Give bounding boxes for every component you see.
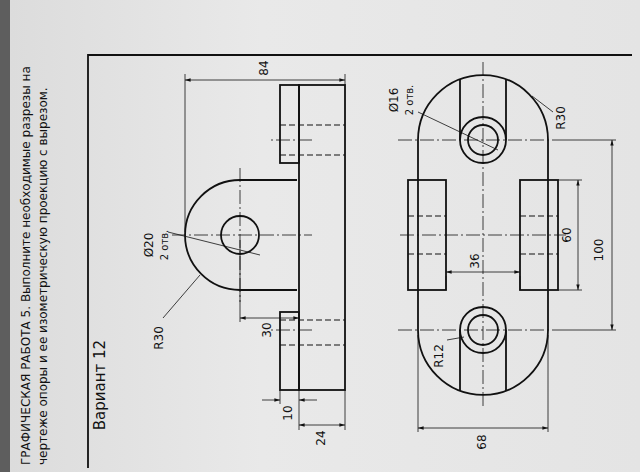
hole-count-text: 2 отв. <box>404 85 415 116</box>
dimension-text: 36 <box>469 253 482 268</box>
dimension-text: 84 <box>258 60 271 75</box>
diameter-text: Ø20 <box>143 233 156 258</box>
diameter-text: Ø16 <box>388 88 401 113</box>
task-heading: ГРАФИЧЕСКАЯ РАБОТА 5. Выполните необходи… <box>18 35 52 465</box>
dimension-text: 60 <box>561 227 574 242</box>
variant-label: Вариант 12 <box>92 340 109 430</box>
dimension-text: 10 <box>282 405 295 420</box>
dimension-text: 100 <box>593 239 606 262</box>
radius-text: R30 <box>555 106 568 130</box>
hole-count-text: 2 отв. <box>159 230 170 261</box>
radius-text: R30 <box>153 326 166 350</box>
dimension-text: 30 <box>261 322 274 337</box>
dimension-text: 68 <box>476 434 489 449</box>
dimension-text: 24 <box>315 430 328 445</box>
radius-text: R12 <box>433 344 446 368</box>
